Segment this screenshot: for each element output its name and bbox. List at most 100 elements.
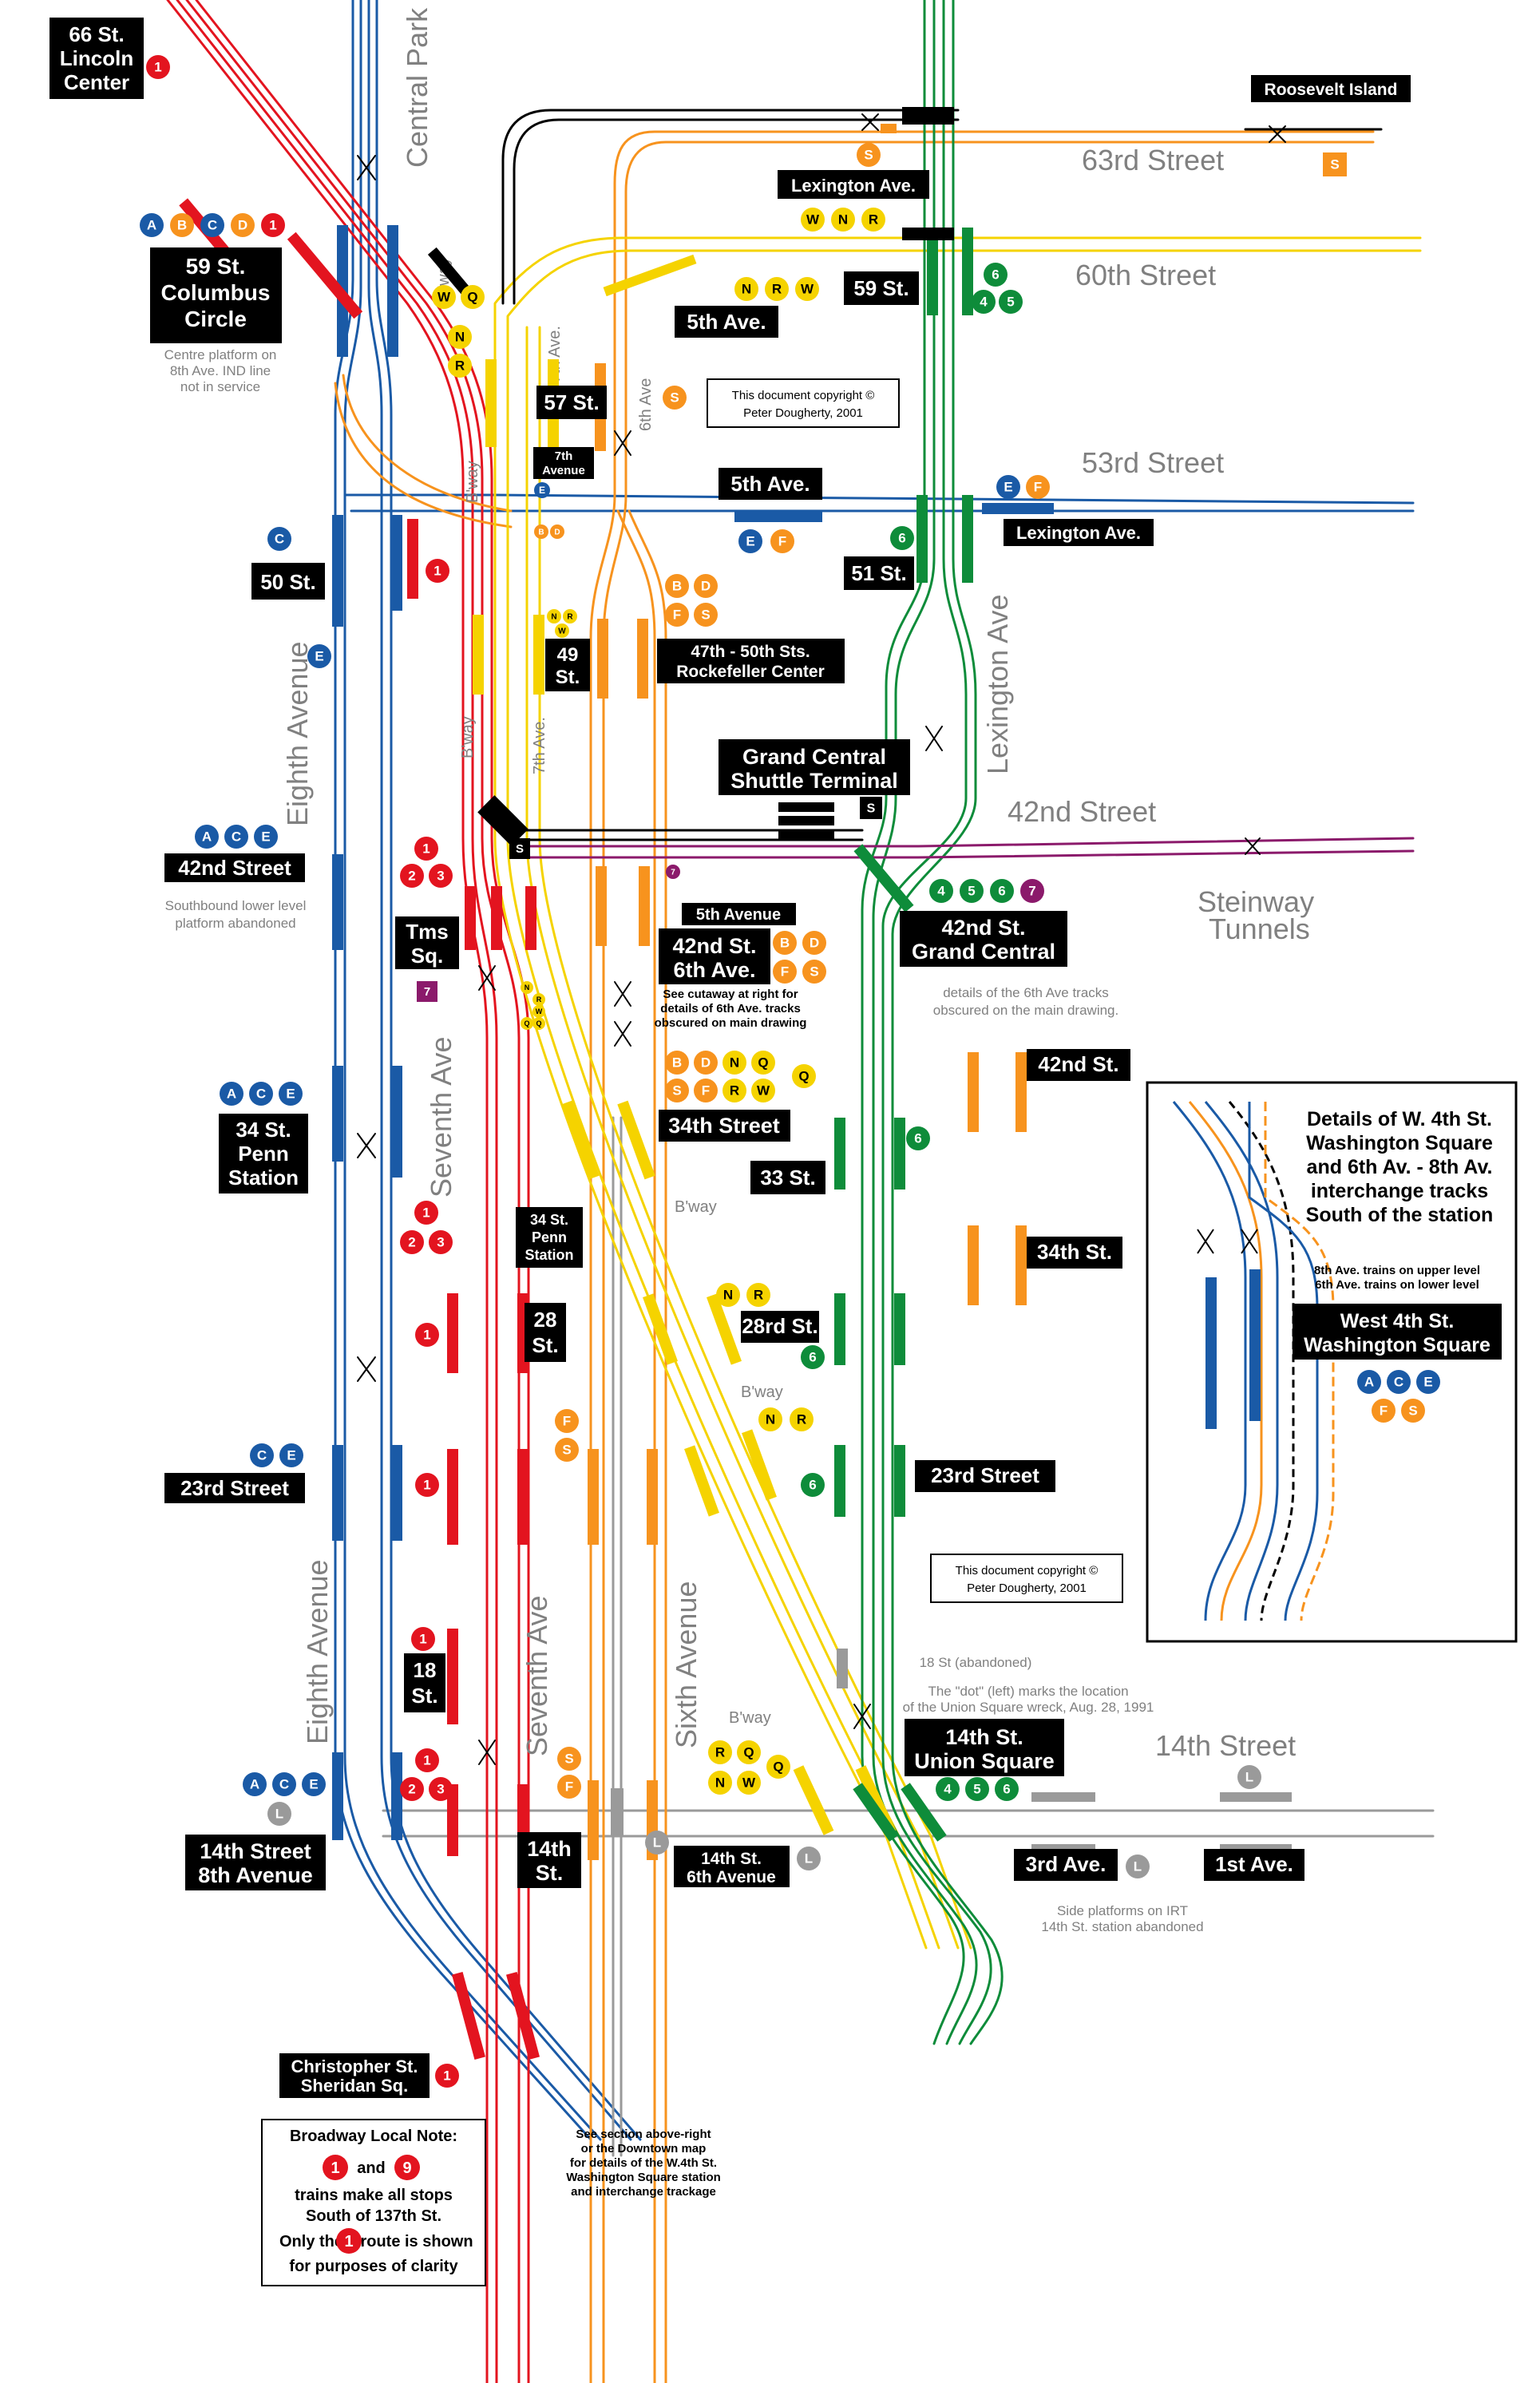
broadway-platforms [473,254,897,1835]
route-bullet-5: 5 [999,290,1023,314]
inset-title-line: South of the station [1306,1204,1494,1226]
track-layer [166,0,1435,2383]
station-33-st: 33 St. [750,1161,825,1194]
route-bullet-shape [984,263,1008,287]
route-bullet-f: F [773,960,797,984]
station-label-line: 34 St. [236,1118,291,1142]
route-bullet-letter: S [867,802,876,815]
route-bullet-1: 1 [415,1323,439,1347]
street-label-eighth-ave-lower: Eighth Avenue [301,1559,334,1744]
route-bullet-f: F [555,1409,579,1433]
copyright-box-2: This document copyright © Peter Doughert… [930,1554,1123,1603]
station-1st-ave: 1st Ave. [1204,1849,1304,1881]
route-bullet-letter: E [261,829,270,845]
notes: Centre platform on 8th Ave. IND line not… [164,347,1204,1934]
route-bullet-shape [906,1126,930,1150]
station-label-line: 42nd St. [672,934,756,958]
route-bullet-shape [694,1051,718,1075]
eighth-ave-platforms [332,225,1054,1840]
station-34th-street: 34th Street [659,1110,790,1142]
route-bullet-letter: B [538,528,544,536]
route-bullet-letter: C [257,1448,267,1463]
route-bullet-q: Q [792,1064,816,1088]
station-5th-ave-53: 5th Ave. [719,468,822,500]
inset-platform-left [1205,1277,1217,1429]
route-bullet-l: L [1126,1855,1150,1878]
route-bullet-shape [400,864,424,888]
route-bullet-letter: E [315,649,323,664]
station-28-st-7th: 28 St. [525,1303,566,1362]
street-label-steinway-2: Tunnels [1209,912,1310,945]
route-bullet-letter: E [539,485,545,496]
route-bullet-shape [254,825,278,849]
route-bullet-b: B [665,574,689,598]
route-bullet-s: S [694,603,718,627]
route-bullet-letter: S [562,1443,571,1458]
station-14th-8th: 14th Street 8th Avenue [185,1835,326,1890]
route-bullet-3: 3 [429,1230,453,1254]
route-bullet-shape [534,524,548,539]
route-bullet-s: S [857,143,881,167]
route-bullet-shape [802,931,826,955]
station-label-line: 49 [557,644,579,666]
route-bullet-c: C [200,213,224,237]
route-bullet-letter: L [653,1835,661,1851]
route-bullet-shape [170,213,194,237]
station-label-line: Union Square [914,1749,1055,1773]
route-bullet-r: R [790,1407,814,1431]
note-cutaway-6th: details of 6th Ave. tracks [660,1002,801,1015]
sixth-avenue-ind-tracks [334,130,1375,2383]
station-label-line: 42nd St. [941,916,1025,940]
route-bullet-shape [765,277,789,301]
route-bullet-letter: E [309,1777,318,1792]
route-bullet-r: R [532,993,545,1006]
route-bullet-w: W [432,285,456,309]
route-bullet-shape [797,1847,821,1870]
route-bullet-b: B [534,524,548,539]
station-label-line: 14th Street [200,1839,311,1863]
inset-title-line: Details of W. 4th St. [1307,1108,1492,1130]
route-bullet-shape [417,981,437,1002]
route-bullet-shape [766,1755,790,1779]
route-bullet-letter: A [227,1087,236,1102]
copyright-text: This document copyright © [732,389,875,402]
broadway-local-note: Broadway Local Note: 1 and 9 trains make… [261,2119,486,2286]
route-bullet-shape [999,290,1023,314]
route-bullet-letter: W [437,290,451,305]
route-bullet-shape [1323,152,1347,176]
route-bullet-letter: Q [773,1760,783,1775]
route-bullet-shape [521,1017,533,1030]
shuttle-and-63rd-tracks [501,109,1383,841]
note-cutaway-6th: See cutaway at right for [663,988,798,1001]
station-59-st-lex: 59 St. [844,271,919,305]
route-bullet-w: W [751,1079,775,1102]
station-label-line: Shuttle Terminal [730,769,898,793]
route-bullet-letter: C [279,1777,289,1792]
route-bullet-letter: E [1423,1375,1432,1390]
station-label-line: Circle [184,307,247,331]
route-bullet-w: W [737,1771,761,1795]
route-bullet-shape [140,213,164,237]
route-bullet-s: S [665,1079,689,1102]
route-bullet-1: 1 [414,1201,438,1225]
station-28-st-bway: 28rd St. [741,1311,819,1343]
station-18-st: 18 St. [404,1653,445,1712]
route-bullet-shape [645,1831,669,1855]
route-bullet-shape [1026,475,1050,499]
route-bullet-shape [663,386,687,410]
route-bullet-shape [415,1748,439,1772]
route-bullet-shape [1126,1855,1150,1878]
route-bullet-letter: F [673,608,681,623]
route-bullet-a: A [1357,1370,1381,1394]
station-label-line: Lexington Ave. [1016,523,1141,543]
route-bullet-3: 3 [429,1777,453,1801]
station-label-line: Station [525,1247,574,1263]
station-3rd-ave: 3rd Ave. [1014,1849,1118,1881]
route-bullet-letter: A [250,1777,259,1792]
note-cutaway-details: details of the 6th Ave tracks [943,985,1109,1000]
bullet-1: 1 [344,2233,353,2250]
route-bullet-shape [801,1345,825,1369]
route-bullet-e: E [279,1443,303,1467]
label-bway-3: B'way [459,716,477,758]
